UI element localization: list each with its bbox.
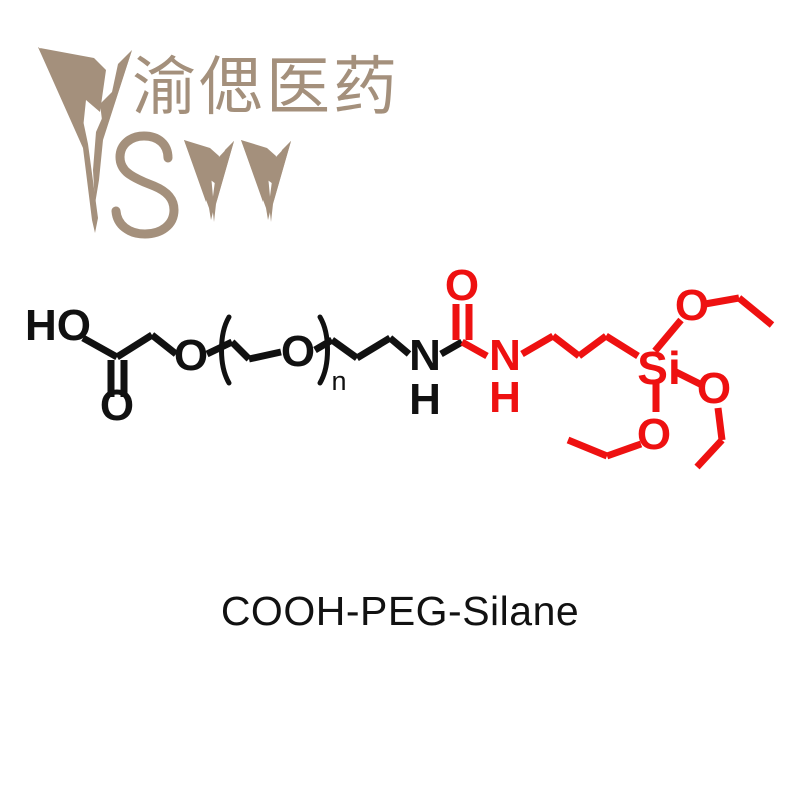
label-silicon: Si	[637, 342, 680, 394]
label-peg-oxygen: O	[281, 327, 315, 376]
logo-chinese-text: 渝偲医药	[132, 51, 400, 125]
bonds-black	[81, 332, 464, 397]
atom-labels-red: O N H Si O O O	[445, 262, 731, 459]
bonds-red	[452, 294, 775, 470]
label-ester-oxygen: O	[174, 331, 208, 380]
repeat-unit-brackets	[219, 314, 330, 386]
logo-header: 渝偲医药	[0, 0, 800, 260]
label-urea-hydrogen-left: H	[409, 375, 441, 424]
structure-caption: COOH-PEG-Silane	[220, 588, 580, 634]
label-hydroxyl: HO	[25, 301, 91, 350]
label-repeat-subscript-n: n	[331, 366, 346, 396]
label-ethoxy-oxygen-right: O	[697, 364, 731, 413]
label-urea-hydrogen-right: H	[489, 373, 521, 422]
label-urea-oxygen: O	[445, 262, 479, 310]
company-logo-mark	[20, 40, 320, 240]
label-carbonyl-oxygen: O	[100, 381, 134, 430]
label-urea-nitrogen-left: N	[409, 331, 441, 380]
label-ethoxy-oxygen-bottom: O	[637, 410, 671, 459]
atom-labels-black: HO O O O N H	[25, 301, 441, 430]
label-ethoxy-oxygen-top: O	[675, 281, 709, 330]
structure-svg: HO O O O N H n	[25, 262, 775, 470]
label-urea-nitrogen-right: N	[489, 331, 521, 380]
chemical-structure-diagram: HO O O O N H n	[0, 262, 800, 512]
